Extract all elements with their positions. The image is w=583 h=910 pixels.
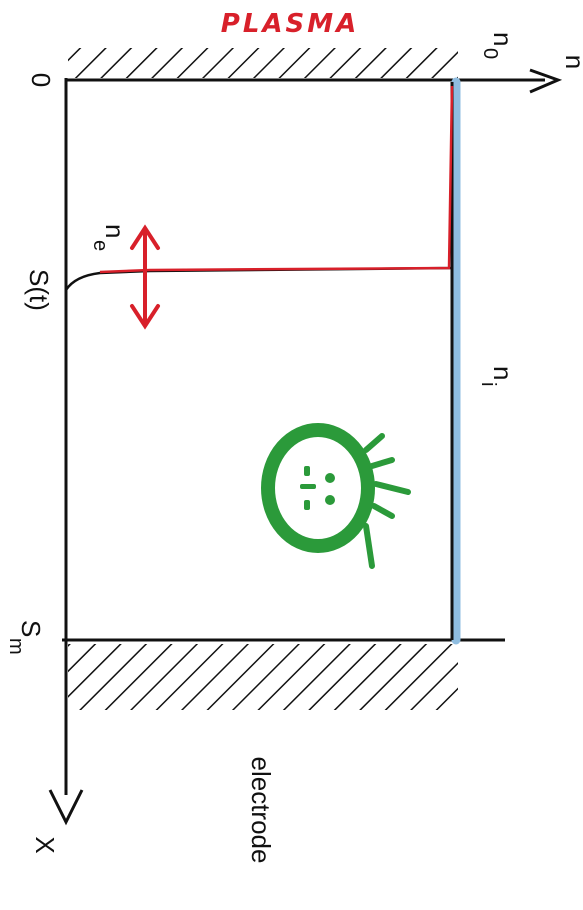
- face-features: [300, 466, 335, 510]
- electron-density-curve: [64, 84, 454, 291]
- sm-label-main: S: [16, 620, 46, 637]
- face-doodle: [261, 423, 411, 569]
- n0-label-sub: 0: [479, 48, 501, 59]
- electron-density-highlight: [99, 85, 454, 274]
- oscillation-arrow: [130, 224, 160, 330]
- plasma-title: PLASMA: [221, 9, 359, 39]
- face-outline: [261, 423, 375, 553]
- face-hair: [363, 433, 411, 569]
- electrode-label: electrode: [246, 757, 276, 864]
- n-axis-label: n: [560, 55, 583, 69]
- sheath-edge-label: S(t): [24, 269, 54, 311]
- ni-label: n i: [477, 366, 518, 386]
- plasma-wall-hatch: [68, 48, 458, 78]
- ne-label-sub: e: [89, 240, 111, 251]
- ni-label-sub: i: [477, 382, 499, 386]
- sm-label: S m: [5, 620, 46, 655]
- x-axis-arrowhead: [48, 789, 84, 826]
- x-axis-label: X: [30, 836, 60, 853]
- electrode-hatch: [68, 644, 458, 710]
- ni-label-main: n: [488, 366, 518, 380]
- n0-label-main: n: [488, 32, 518, 46]
- ne-label-main: n: [100, 224, 130, 238]
- n0-label: n 0: [479, 32, 518, 59]
- sm-label-sub: m: [5, 638, 27, 655]
- origin-label: 0: [26, 73, 56, 87]
- ne-label: n e: [89, 224, 130, 251]
- n-axis-arrowhead: [529, 68, 563, 94]
